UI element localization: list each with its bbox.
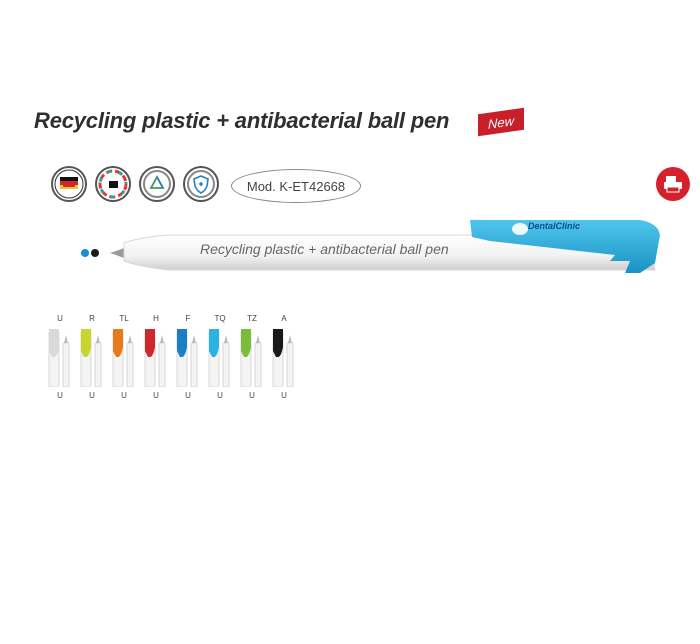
variant-pen-image xyxy=(272,329,294,387)
variant-bottom-code: U xyxy=(281,391,287,400)
variant-bottom-code: U xyxy=(89,391,95,400)
new-badge: New xyxy=(478,107,524,137)
pen-imprint-text: Recycling plastic + antibacterial ball p… xyxy=(200,241,449,257)
variant-top-code: F xyxy=(185,314,191,323)
new-badge-label: New xyxy=(487,112,514,132)
page-title: Recycling plastic + antibacterial ball p… xyxy=(34,108,450,133)
variant-top-code: TQ xyxy=(214,314,226,323)
color-dot-black xyxy=(91,249,99,257)
variant-pen-image xyxy=(80,329,102,387)
variant-top-code: TL xyxy=(119,314,129,323)
variant-pen-image xyxy=(176,329,198,387)
variant-top-code: R xyxy=(89,314,95,323)
variant-top-code: TZ xyxy=(247,314,257,323)
variant-pen-image xyxy=(144,329,166,387)
made-in-germany-icon xyxy=(51,166,87,202)
variant-pen-image xyxy=(48,329,70,387)
variant-top-code: U xyxy=(57,314,63,323)
variant-bottom-code: U xyxy=(249,391,255,400)
mix-match-it-icon xyxy=(95,166,131,202)
color-dot-blue xyxy=(81,249,89,257)
pen-image xyxy=(110,220,660,273)
recycled-plastic-icon xyxy=(139,166,175,202)
variant-bottom-code: U xyxy=(57,391,63,400)
variant-bottom-code: U xyxy=(185,391,191,400)
digital-print-icon xyxy=(656,167,690,201)
antibacterial-shield-icon xyxy=(183,166,219,202)
variant-pen-image xyxy=(208,329,230,387)
variant-bottom-code: U xyxy=(121,391,127,400)
variant-bottom-code: U xyxy=(153,391,159,400)
variant-top-code: H xyxy=(153,314,159,323)
model-label: Mod. K-ET42668 xyxy=(246,178,346,194)
pen-logo-text: DentalClinic xyxy=(528,221,581,231)
model-number: Mod. K-ET42668 xyxy=(231,169,361,203)
variant-pen-image xyxy=(240,329,262,387)
variant-pen-image xyxy=(112,329,134,387)
variant-top-code: A xyxy=(281,314,287,323)
certification-badges xyxy=(51,166,219,202)
variant-bottom-code: U xyxy=(217,391,223,400)
